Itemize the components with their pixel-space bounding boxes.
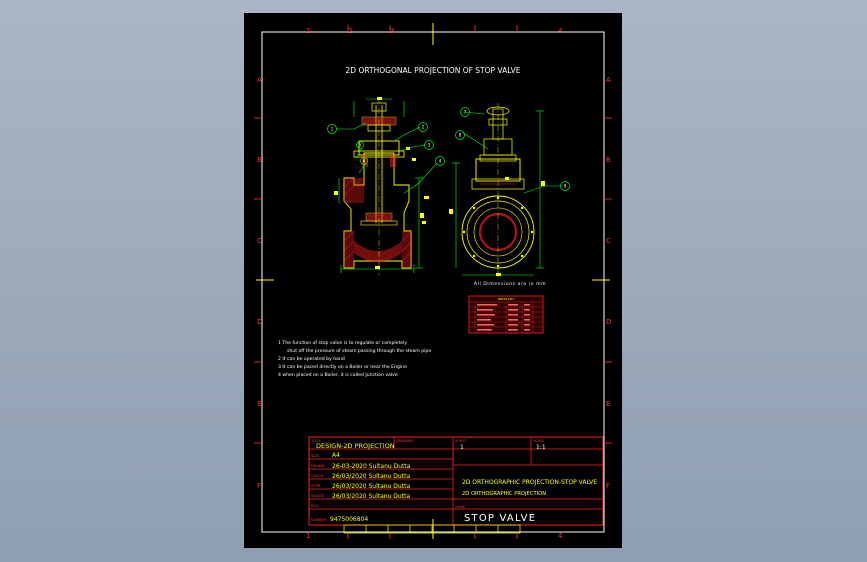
zone-row-b: B — [257, 156, 262, 164]
balloon-side-9 — [560, 181, 570, 191]
note-4: 4 when placed on a Boiler, it is called … — [278, 372, 398, 378]
approved-label: APPR — [311, 484, 321, 488]
issued-label: ISSUED — [311, 494, 325, 498]
heading-main: 2D ORTHOGRAPHIC PROJECTION-STOP VALVE — [462, 478, 597, 486]
balloon-side-8-text: 8 — [459, 133, 462, 138]
drawn-label: DRAWN — [311, 464, 325, 468]
zone-row-d-r: D — [606, 318, 611, 326]
zone-col-4: 4 — [558, 27, 563, 35]
name-label: NAME — [455, 505, 466, 509]
balloon-side-7 — [460, 107, 470, 117]
title-label: TITLE — [310, 439, 321, 443]
sheet-value: 1 — [460, 444, 464, 451]
note-3: 3 It can be paced directly on a Boiler o… — [278, 364, 407, 370]
balloon-front-3 — [424, 140, 434, 150]
side-view: 7 8 9 — [449, 103, 570, 278]
approved-value: 26/03/2020 Sultanu Dutta — [332, 483, 410, 490]
front-section-view: 1 2 3 4 5 6 — [327, 97, 445, 275]
issued-value: 26/03/2020 Sultanu Dutta — [332, 493, 410, 500]
drawing-no-label: DRAWING — [396, 439, 414, 443]
zone-row-c: C — [257, 237, 262, 245]
zone-col-4-b: 4 — [558, 532, 563, 540]
zone-row-f-r: F — [606, 482, 610, 490]
zone-row-a-r: A — [606, 76, 611, 84]
zone-row-e: E — [257, 400, 261, 408]
zone-row-e-r: E — [606, 400, 610, 408]
parts-list-table: PARTS LIST — [468, 295, 544, 334]
number-label: NUMBER — [311, 518, 327, 522]
balloon-front-6 — [360, 157, 368, 165]
heading-sub: 2D ORTHOGRAPHIC PROJECTION — [462, 491, 546, 497]
zone-col-3: 3 — [390, 27, 394, 35]
zone-col-1: 1 — [306, 27, 310, 35]
balloon-front-4 — [435, 156, 445, 166]
note-1: 1 The function of stop valve is to regul… — [278, 340, 407, 346]
scale-label: SCALE — [533, 439, 545, 443]
zone-col-1-b: 1 — [306, 532, 310, 540]
zone-row-f: F — [257, 482, 261, 490]
balloon-front-3-text: 3 — [428, 143, 431, 148]
name-value: STOP VALVE — [464, 513, 536, 524]
drawing-canvas: 1 2 3 4 A B C D E F A B C D E F 1 4 2D O… — [254, 23, 612, 540]
balloon-side-9-text: 9 — [564, 184, 567, 189]
scale-bar — [343, 524, 521, 534]
scale-value: 1:1 — [536, 444, 546, 451]
checked-label: CHECK — [311, 474, 324, 478]
note-2: 2 It can be operated by hand — [278, 356, 345, 362]
size-label: SIZE — [311, 454, 320, 458]
balloon-front-2-text: 2 — [422, 125, 425, 130]
note-1b: shut off the pressure of steam passing t… — [287, 348, 431, 354]
balloon-front-6-text: 6 — [363, 159, 366, 164]
zone-row-b-r: B — [606, 156, 611, 164]
zone-row-d: D — [257, 318, 262, 326]
balloon-side-7-text: 7 — [464, 110, 467, 115]
checked-value: 26/03/2020 Sultanu Dutta — [332, 473, 410, 480]
balloon-front-2 — [418, 122, 428, 132]
title-block: TITLE DRAWING SHEET SCALE SIZE DRAWN CHE… — [308, 436, 604, 534]
number-value: 9475006804 — [330, 516, 368, 523]
balloon-front-1 — [327, 124, 337, 134]
size-value: A4 — [332, 452, 340, 459]
balloon-side-8 — [455, 130, 465, 140]
drawing-title: 2D ORTHOGONAL PROJECTION OF STOP VALVE — [346, 66, 521, 75]
zone-labels: 1 2 3 4 A B C D E F A B C D E F 1 4 — [257, 27, 611, 540]
balloon-front-1-text: 1 — [331, 127, 334, 132]
zone-row-a: A — [257, 76, 262, 84]
balloon-front-5-text: 5 — [359, 143, 362, 148]
parts-list-title: PARTS LIST — [498, 297, 515, 301]
zone-ticks — [254, 25, 612, 539]
sheet-label: SHEET — [455, 439, 468, 443]
balloon-front-4-text: 4 — [439, 159, 442, 164]
drawn-value: 26-03-2020 Sultanu Dutta — [332, 463, 411, 470]
drawing-sheet: 1 2 3 4 A B C D E F A B C D E F 1 4 2D O… — [244, 13, 622, 548]
zone-row-c-r: C — [606, 237, 611, 245]
notes-block: 1 The function of stop valve is to regul… — [278, 340, 431, 378]
title-value: DESIGN-2D PROJECTION — [316, 442, 395, 450]
dimensions-note: All Dimensions are in mm — [474, 281, 546, 287]
zone-col-2: 2 — [348, 27, 352, 35]
rev-label: REV — [311, 504, 319, 508]
balloon-front-5 — [356, 141, 364, 149]
